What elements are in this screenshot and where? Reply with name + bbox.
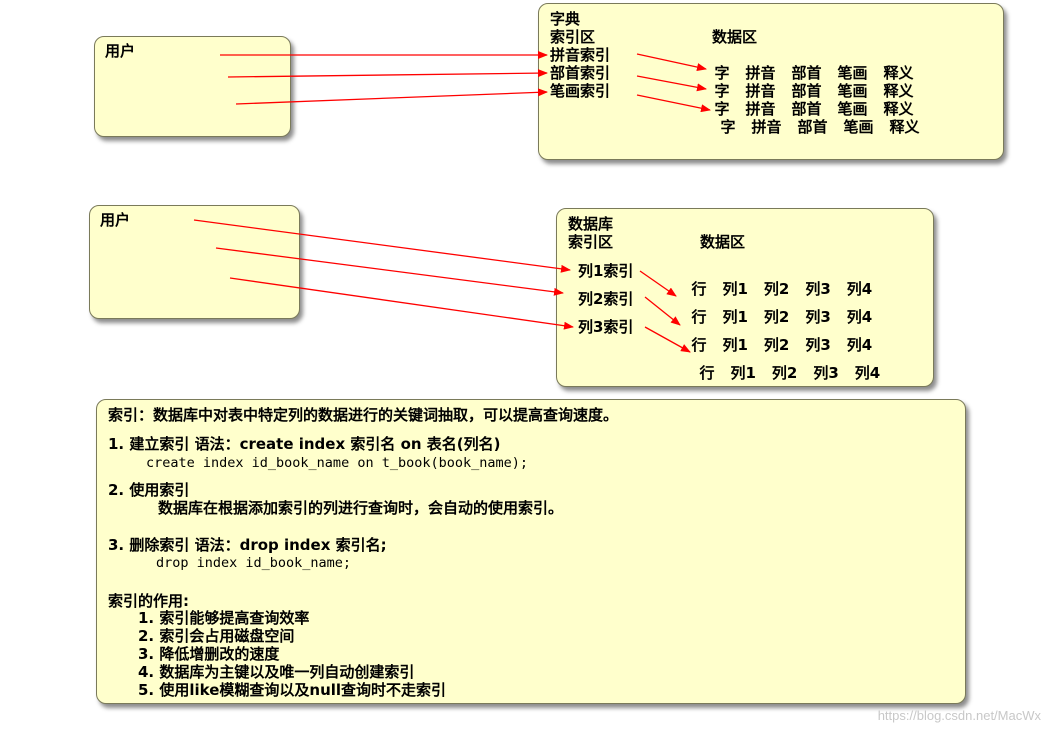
data-col: 列3: [805, 336, 831, 354]
step2-description: 数据库在根据添加索引的列进行查询时，会自动的使用索引。: [158, 499, 564, 517]
data-col: 笔画: [837, 64, 868, 82]
roles-title: 索引的作用:: [108, 592, 189, 610]
data-col: 行: [699, 364, 715, 382]
data-col: 列1: [722, 308, 748, 326]
dictionary-data-row: 字拼音部首笔画释义: [704, 82, 930, 118]
database-index-item: 列1索引: [578, 262, 634, 280]
data-col: 列2: [771, 364, 798, 382]
data-col: 列1: [730, 364, 756, 382]
database-data-row: 行列1 列2 列3 列4: [689, 346, 896, 382]
index-definition: 索引：数据库中对表中特定列的数据进行的关键词抽取，可以提高查询速度。: [108, 406, 619, 424]
data-col: 笔画: [843, 118, 874, 136]
data-col: 笔画: [837, 100, 868, 118]
data-col: 列3: [805, 280, 831, 298]
step1-title: 1. 建立索引 语法：create index 索引名 on 表名(列名): [108, 435, 501, 453]
step2-title: 2. 使用索引: [108, 481, 190, 499]
data-col: 列2: [763, 308, 790, 326]
user-label-2: 用户: [100, 211, 131, 229]
data-col: 释义: [889, 118, 920, 136]
database-index-area-label: 索引区: [568, 233, 614, 251]
data-col: 拼音: [751, 118, 782, 136]
data-col: 行: [691, 308, 707, 326]
data-col: 列3: [813, 364, 839, 382]
data-col: 行: [691, 336, 707, 354]
database-data-area-label: 数据区: [700, 233, 746, 251]
arrow-user-to-stroke-index: [235, 88, 548, 105]
data-col: 笔画: [837, 82, 868, 100]
arrow-col1-index-to-data: [639, 270, 677, 297]
database-index-item: 列2索引: [578, 290, 634, 308]
data-col: 拼音: [745, 82, 776, 100]
dictionary-index-area-label: 索引区: [550, 28, 596, 46]
notes-box: [96, 399, 966, 704]
dictionary-title: 字典: [550, 10, 581, 28]
data-col: 字: [720, 118, 736, 136]
data-col: 列4: [854, 364, 881, 382]
data-col: 列3: [805, 308, 831, 326]
database-box: [556, 208, 934, 387]
data-col: 部首: [797, 118, 828, 136]
dictionary-data-row: 字拼音部首笔画释义: [704, 46, 930, 82]
arrow-user-to-radical-index: [227, 69, 548, 78]
data-col: 部首: [791, 100, 822, 118]
arrow-col2-index-to-data: [644, 296, 681, 326]
database-data-row: 行列1 列2 列3 列4: [681, 290, 888, 326]
database-data-row: 行列1 列2 列3 列4: [681, 318, 888, 354]
role-item: 2. 索引会占用磁盘空间: [138, 627, 295, 645]
role-item: 5. 使用like模糊查询以及null查询时不走索引: [138, 681, 447, 699]
data-col: 列1: [722, 336, 748, 354]
data-col: 释义: [883, 64, 914, 82]
user-box-1: [94, 36, 291, 137]
user-label-1: 用户: [105, 42, 136, 60]
user-box-2: [89, 205, 300, 319]
data-col: 释义: [883, 100, 914, 118]
role-item: 4. 数据库为主键以及唯一列自动创建索引: [138, 663, 415, 681]
dictionary-index-item: 笔画索引: [550, 82, 611, 100]
data-col: 释义: [883, 82, 914, 100]
database-title: 数据库: [568, 215, 614, 233]
database-data-row: 行列1 列2 列3 列4: [681, 262, 888, 298]
arrow-user2-to-col2-index: [215, 247, 564, 296]
data-col: 列4: [846, 336, 873, 354]
step3-title: 3. 删除索引 语法：drop index 索引名;: [108, 536, 387, 554]
data-col: 列4: [846, 280, 873, 298]
data-col: 行: [691, 280, 707, 298]
dictionary-index-item: 拼音索引: [550, 46, 611, 64]
role-item: 1. 索引能够提高查询效率: [138, 609, 310, 627]
dictionary-data-area-label: 数据区: [712, 28, 758, 46]
arrow-col3-index-to-data: [644, 326, 691, 353]
step1-code: create index id_book_name on t_book(book…: [146, 455, 529, 471]
data-col: 部首: [791, 82, 822, 100]
arrow-stroke-index-to-data: [636, 94, 711, 113]
data-col: 字: [714, 64, 730, 82]
role-item: 3. 降低增删改的速度: [138, 645, 280, 663]
data-col: 拼音: [745, 64, 776, 82]
database-index-item: 列3索引: [578, 318, 634, 336]
data-col: 列4: [846, 308, 873, 326]
arrow-user2-to-col3-index: [229, 277, 574, 330]
watermark: https://blog.csdn.net/MacWx: [877, 708, 1041, 723]
step3-code: drop index id_book_name;: [156, 555, 352, 571]
dictionary-index-item: 部首索引: [550, 64, 611, 82]
data-col: 列2: [763, 336, 790, 354]
data-col: 字: [714, 82, 730, 100]
arrow-user2-to-col1-index: [193, 219, 571, 273]
data-col: 列2: [763, 280, 790, 298]
arrow-radical-index-to-data: [636, 75, 707, 92]
dictionary-data-row: 字拼音部首笔画释义: [710, 100, 936, 136]
arrow-pinyin-index-to-data: [636, 53, 707, 71]
data-col: 列1: [722, 280, 748, 298]
dictionary-box: [538, 3, 1004, 160]
data-col: 拼音: [745, 100, 776, 118]
data-col: 字: [714, 100, 730, 118]
dictionary-data-row: 字拼音部首笔画释义: [704, 64, 930, 100]
data-col: 部首: [791, 64, 822, 82]
